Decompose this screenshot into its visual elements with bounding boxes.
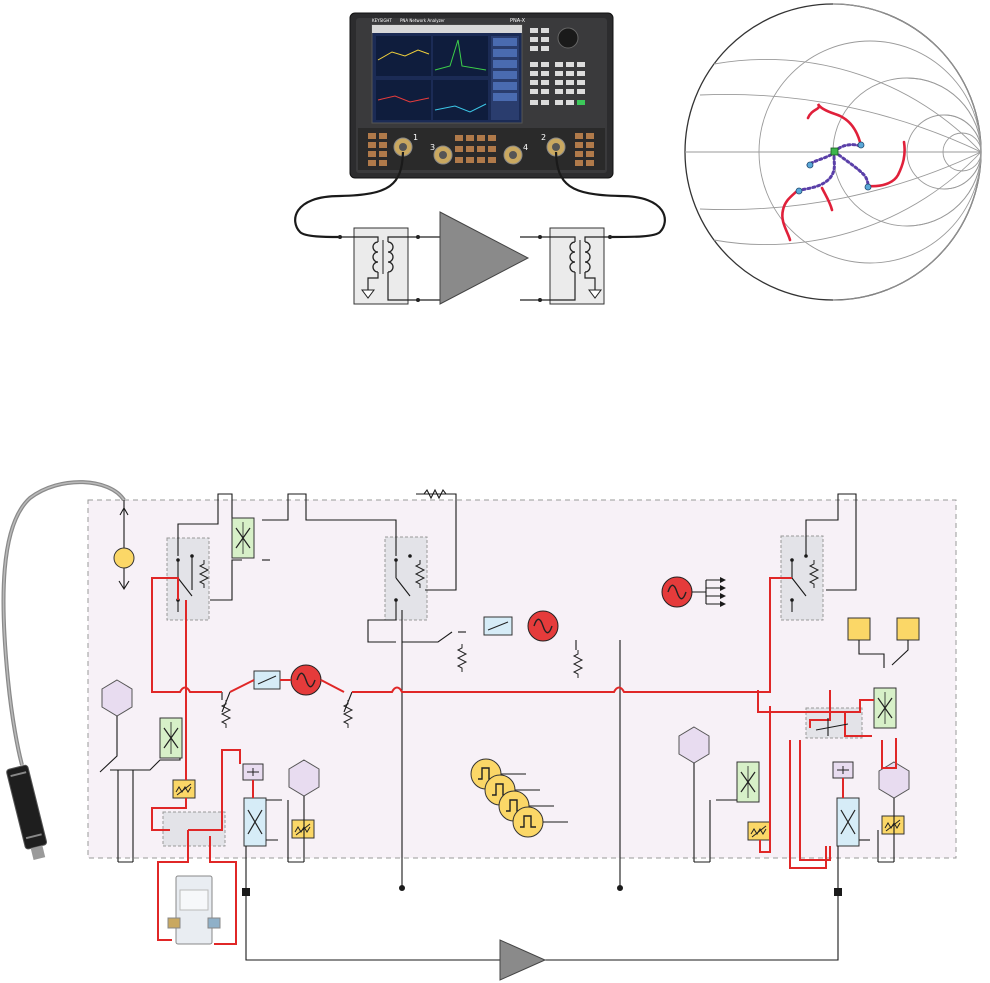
- port-label-3: 3: [430, 143, 435, 152]
- smith-chart: [685, 4, 981, 300]
- sine-source: [662, 577, 692, 607]
- coupler-right-2: [737, 762, 759, 802]
- modulator-mid: [484, 617, 512, 635]
- coupler-blue-left: [244, 798, 266, 846]
- balun-right: [520, 228, 610, 304]
- analyzer-title: PNA Network Analyzer: [400, 18, 445, 23]
- sine-source: [528, 611, 558, 641]
- coupler-right-top: [874, 688, 896, 728]
- bias-tee-right: [833, 762, 853, 778]
- smith-marker: [858, 142, 864, 148]
- bias-tee-left: [243, 764, 263, 780]
- analyzer-brand: KEYSIGHT: [372, 18, 392, 23]
- dut-amplifier-bottom: [500, 940, 545, 980]
- coupler-top-left: [232, 518, 254, 558]
- analyzer-model: PNA-X: [510, 18, 526, 24]
- sine-source: [291, 665, 321, 695]
- switch-box: [385, 537, 427, 620]
- port-label-1: 1: [413, 133, 418, 142]
- attenuator: [173, 780, 195, 798]
- analyzer-port-3[interactable]: [434, 146, 452, 164]
- dut-amplifier-top: [440, 212, 528, 304]
- analyzer-port-4[interactable]: [504, 146, 522, 164]
- attenuator: [292, 820, 314, 838]
- output-square: [848, 618, 870, 640]
- pulse-generator: [513, 807, 543, 837]
- port-label-4: 4: [523, 143, 528, 152]
- coupler-left: [160, 718, 182, 758]
- attenuator: [882, 816, 904, 834]
- balun-left: [340, 228, 440, 304]
- analyzer-knob: [558, 28, 578, 48]
- port-label-2: 2: [541, 133, 546, 142]
- source-yellow-small: [114, 548, 134, 568]
- network-analyzer: KEYSIGHT PNA Network Analyzer PNA-X: [350, 13, 613, 178]
- smith-marker: [865, 184, 871, 190]
- smith-marker: [807, 162, 813, 168]
- attenuator: [748, 822, 770, 840]
- coupler-blue-right: [837, 798, 859, 846]
- calibration-module: [168, 876, 220, 944]
- output-square: [897, 618, 919, 640]
- modulator-left: [254, 671, 280, 689]
- smith-marker: [796, 188, 802, 194]
- smith-center-marker: [831, 148, 838, 155]
